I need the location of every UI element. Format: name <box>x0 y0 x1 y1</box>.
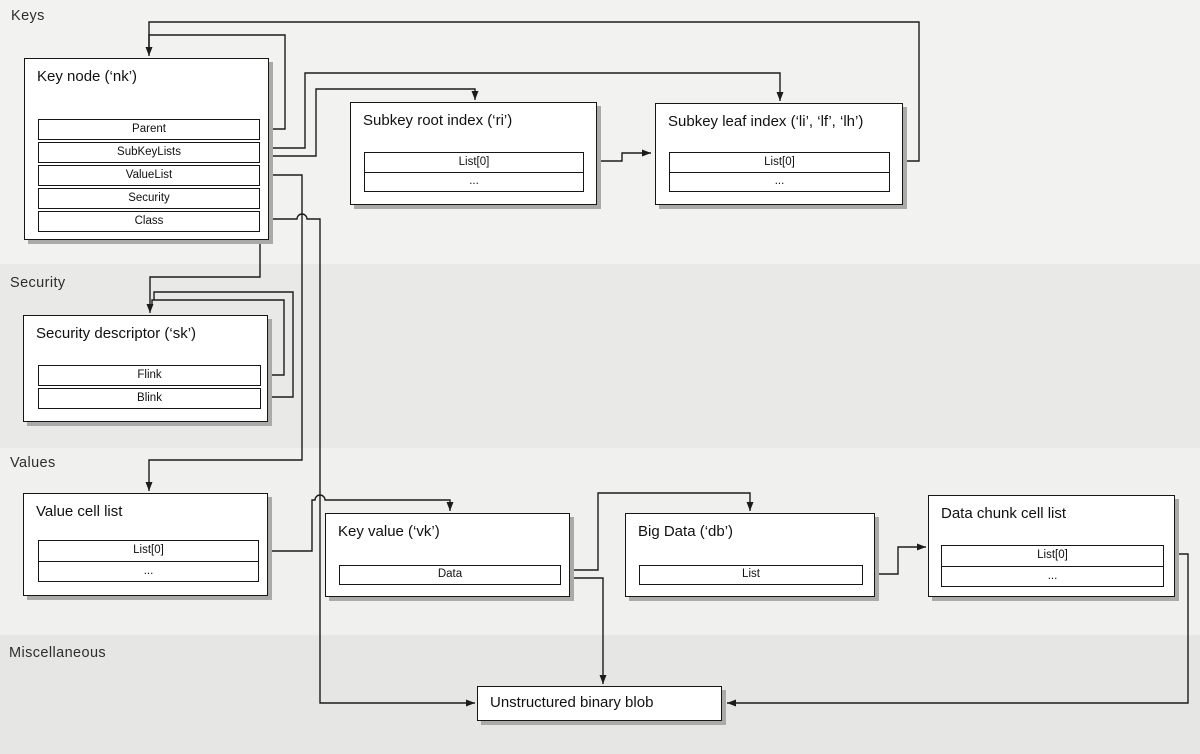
box-big-data: Big Data (‘db’) List <box>625 513 875 597</box>
field-data: Data <box>339 565 561 585</box>
box-value-cell-list: Value cell list List[0] ... <box>23 493 268 596</box>
box-security-descriptor-title: Security descriptor (‘sk’) <box>36 325 197 342</box>
box-key-node-title: Key node (‘nk’) <box>37 68 138 85</box>
field-ellipsis: ... <box>39 561 258 581</box>
box-subkey-root-index: Subkey root index (‘ri’) List[0] ... <box>350 102 597 205</box>
box-security-descriptor: Security descriptor (‘sk’) Flink Blink <box>23 315 268 422</box>
box-subkey-root-index-title: Subkey root index (‘ri’) <box>363 112 513 129</box>
field-parent: Parent <box>38 119 260 140</box>
section-label-values: Values <box>10 455 56 471</box>
box-data-chunk-cell-list: Data chunk cell list List[0] ... <box>928 495 1175 597</box>
box-unstructured-binary-blob-title: Unstructured binary blob <box>490 694 654 711</box>
box-key-value: Key value (‘vk’) Data <box>325 513 570 597</box>
section-label-miscellaneous: Miscellaneous <box>9 645 107 661</box>
field-security: Security <box>38 188 260 209</box>
field-list0: List[0] <box>764 156 795 168</box>
field-flink: Flink <box>38 365 261 386</box>
leaf-index-list: List[0] ... <box>669 152 890 192</box>
section-label-keys: Keys <box>11 8 45 24</box>
field-class: Class <box>38 211 260 232</box>
box-data-chunk-cell-list-title: Data chunk cell list <box>941 505 1067 522</box>
root-index-list: List[0] ... <box>364 152 584 192</box>
field-blink: Blink <box>38 388 261 409</box>
box-subkey-leaf-index: Subkey leaf index (‘li’, ‘lf’, ‘lh’) Lis… <box>655 103 903 205</box>
field-subkeylists: SubKeyLists <box>38 142 260 163</box>
field-ellipsis: ... <box>365 172 583 191</box>
box-value-cell-list-title: Value cell list <box>36 503 123 520</box>
box-big-data-title: Big Data (‘db’) <box>638 523 734 540</box>
box-subkey-leaf-index-title: Subkey leaf index (‘li’, ‘lf’, ‘lh’) <box>668 113 864 130</box>
box-key-value-title: Key value (‘vk’) <box>338 523 440 540</box>
field-list: List <box>639 565 863 585</box>
data-chunk-list: List[0] ... <box>941 545 1164 587</box>
field-list0: List[0] <box>1037 549 1068 561</box>
field-list0: List[0] <box>133 544 164 556</box>
field-ellipsis: ... <box>942 566 1163 586</box>
field-list0: List[0] <box>458 156 490 168</box>
value-cell-list-list: List[0] ... <box>38 540 259 582</box>
box-unstructured-binary-blob: Unstructured binary blob <box>477 686 722 721</box>
field-ellipsis: ... <box>670 172 889 191</box>
section-label-security: Security <box>10 275 66 291</box>
field-valuelist: ValueList <box>38 165 260 186</box>
box-key-node: Key node (‘nk’) Parent SubKeyLists Value… <box>24 58 269 240</box>
